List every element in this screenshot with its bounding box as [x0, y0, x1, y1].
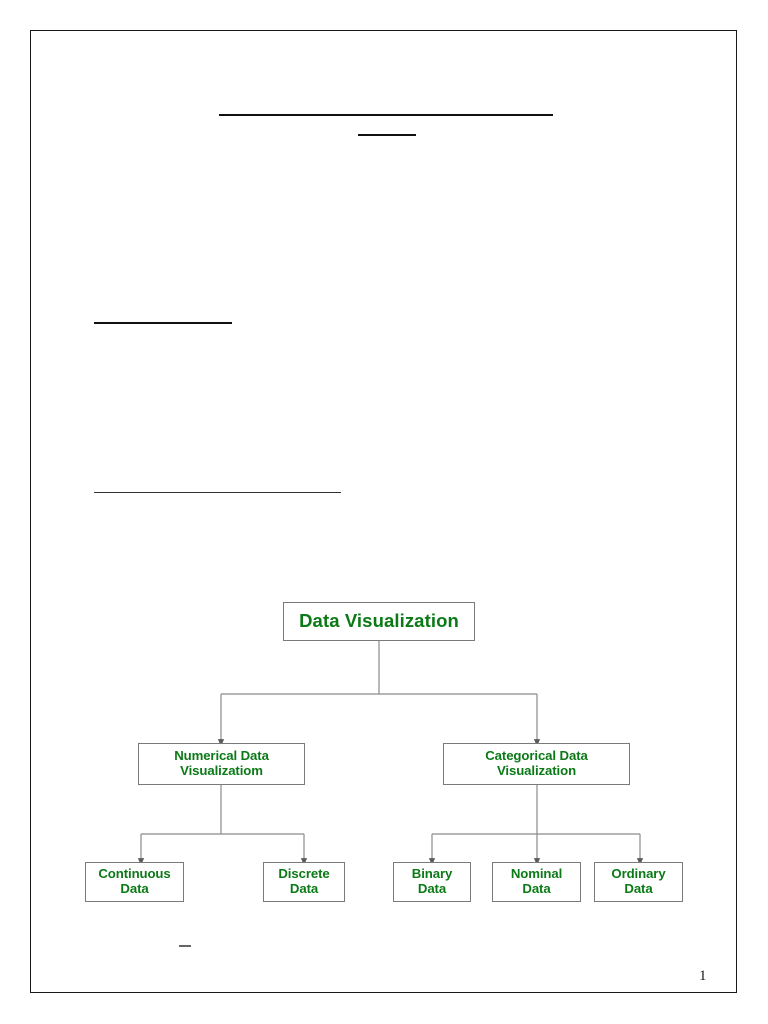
stray-hyphen-mark — [179, 945, 191, 947]
document-page: Data Visualization Numerical Data Visual… — [30, 30, 737, 993]
section-rule-1 — [94, 322, 232, 324]
node-ordinary-data[interactable]: Ordinary Data — [594, 862, 683, 902]
node-data-visualization[interactable]: Data Visualization — [283, 602, 475, 641]
node-numerical-data-visualization[interactable]: Numerical Data Visualizatiom — [138, 743, 305, 785]
data-visualization-tree-diagram: Data Visualization Numerical Data Visual… — [31, 31, 738, 994]
tree-connectors — [137, 641, 644, 866]
subtitle-rule — [358, 134, 416, 136]
node-categorical-data-visualization[interactable]: Categorical Data Visualization — [443, 743, 630, 785]
section-rule-2 — [94, 492, 341, 493]
node-nominal-data[interactable]: Nominal Data — [492, 862, 581, 902]
node-discrete-data[interactable]: Discrete Data — [263, 862, 345, 902]
node-continuous-data[interactable]: Continuous Data — [85, 862, 184, 902]
title-rule — [219, 114, 553, 116]
node-binary-data[interactable]: Binary Data — [393, 862, 471, 902]
page-number: 1 — [699, 968, 707, 984]
